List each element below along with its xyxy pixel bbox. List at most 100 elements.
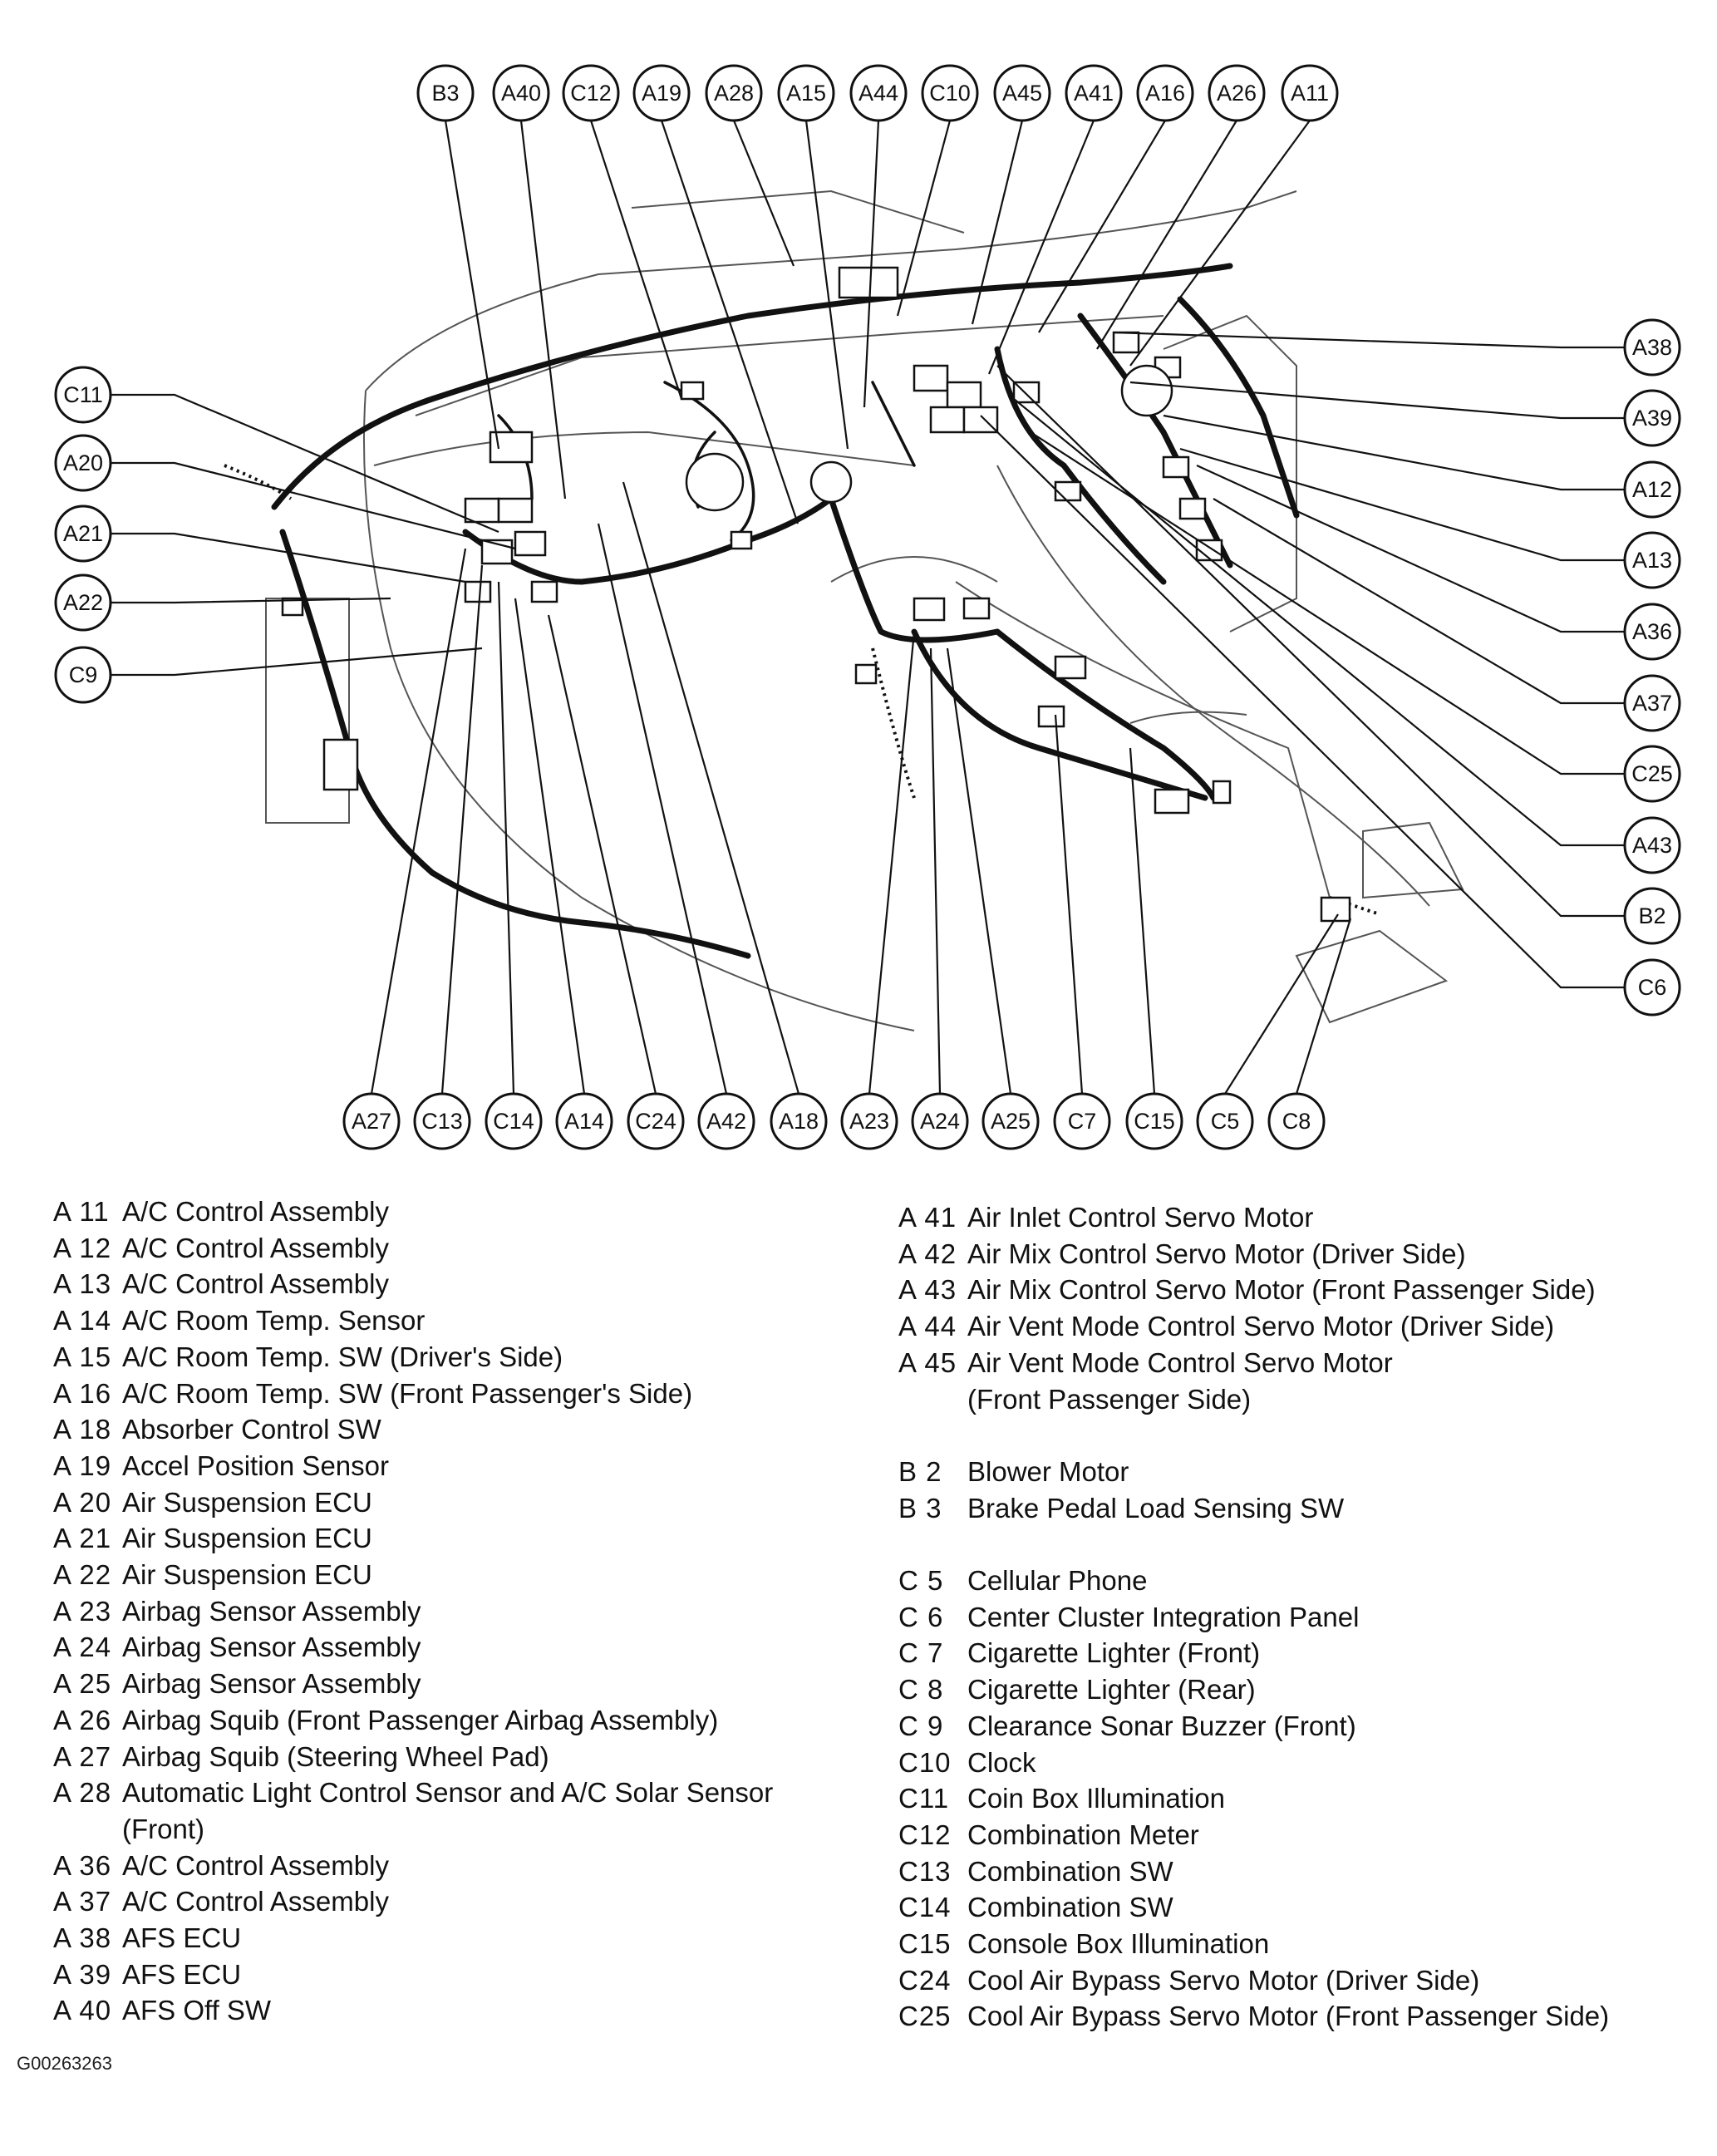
callout-label: A27 — [352, 1109, 391, 1134]
callout-label: A24 — [920, 1109, 960, 1134]
callout-a43: A43 — [1623, 816, 1681, 874]
callout-a44: A44 — [849, 64, 908, 122]
legend-component-name: Absorber Control SW — [122, 1414, 381, 1445]
callout-circle — [1267, 1092, 1326, 1150]
legend-component-name: Airbag Sensor Assembly — [122, 1668, 421, 1700]
callout-circle — [849, 64, 908, 122]
callout-circle — [1053, 1092, 1111, 1150]
callout-circle — [777, 64, 835, 122]
callout-circle — [911, 1092, 969, 1150]
callout-circle — [632, 64, 691, 122]
leader-line-a41 — [987, 120, 1095, 375]
legend-code: A 23 — [53, 1595, 112, 1627]
legend-code: A 37 — [53, 1886, 112, 1917]
legend-component-name: Combination SW — [967, 1892, 1173, 1923]
legend-code: C 9 — [898, 1710, 944, 1741]
callout-circle — [413, 1092, 471, 1150]
leader-line-a24 — [929, 647, 942, 1095]
legend-code: C10 — [898, 1746, 952, 1778]
legend-code: A 42 — [898, 1238, 957, 1269]
callout-circle — [1623, 460, 1681, 519]
wire-harness — [224, 263, 1380, 959]
legend-code: B 2 — [898, 1455, 942, 1487]
legend-component-name-continued: (Front Passenger Side) — [967, 1383, 1252, 1415]
legend-code: C 7 — [898, 1637, 944, 1669]
legend-code: C15 — [898, 1928, 952, 1960]
legend-component-name: Cigarette Lighter (Front) — [967, 1637, 1261, 1669]
legend-code: A 41 — [898, 1202, 957, 1233]
callout-c9: C9 — [54, 646, 112, 704]
leader-line-a20 — [111, 461, 516, 550]
callout-label: C14 — [493, 1109, 534, 1134]
callout-circle — [921, 64, 979, 122]
callout-label: A18 — [779, 1109, 819, 1134]
legend-code: A 39 — [53, 1958, 112, 1990]
legend-component-name: Airbag Sensor Assembly — [122, 1632, 421, 1663]
callout-c15: C15 — [1125, 1092, 1183, 1150]
callout-circle — [705, 64, 763, 122]
callout-circle — [1208, 64, 1266, 122]
leader-line-a19 — [660, 120, 799, 524]
callout-a15: A15 — [777, 64, 835, 122]
legend-component-name: Brake Pedal Load Sensing SW — [967, 1492, 1345, 1523]
callout-a42: A42 — [697, 1092, 755, 1150]
legend-code: C 6 — [898, 1601, 944, 1632]
callout-label: A39 — [1632, 406, 1672, 431]
callout-circle — [1136, 64, 1194, 122]
legend-code: A 12 — [53, 1232, 112, 1263]
leader-line-a38 — [1113, 331, 1625, 349]
callout-label: C15 — [1134, 1109, 1175, 1134]
connector-blocks — [281, 266, 1351, 923]
callout-a37: A37 — [1623, 674, 1681, 732]
legend-component-name: Center Cluster Integration Panel — [967, 1601, 1360, 1632]
leader-line-a18 — [622, 481, 800, 1095]
callout-label: A40 — [501, 81, 541, 106]
leader-line-c24 — [547, 614, 657, 1095]
legend-component-name: Airbag Squib (Front Passenger Airbag Ass… — [122, 1704, 719, 1735]
leader-line-b3 — [444, 120, 500, 450]
legend-component-name: Air Suspension ECU — [122, 1559, 372, 1591]
callout-label: A11 — [1291, 81, 1329, 106]
leader-line-c25 — [1030, 431, 1625, 775]
legend-spacer — [898, 1526, 1609, 1563]
leader-line-a21 — [111, 532, 466, 583]
callout-c7: C7 — [1053, 1092, 1111, 1150]
legend-component-name: Console Box Illumination — [967, 1928, 1270, 1960]
leader-line-a15 — [804, 120, 849, 450]
leader-line-a37 — [1213, 498, 1625, 705]
callout-c8: C8 — [1267, 1092, 1326, 1150]
leader-line-c13 — [440, 564, 484, 1095]
callout-circle — [840, 1092, 898, 1150]
leader-line-a25 — [946, 647, 1012, 1095]
callout-circle — [1623, 674, 1681, 732]
legend-code: A 20 — [53, 1486, 112, 1518]
legend-component-name: AFS ECU — [122, 1922, 242, 1954]
callout-circle — [54, 434, 112, 492]
callout-label: C13 — [421, 1109, 463, 1134]
callout-circle — [1623, 887, 1681, 945]
callout-circle — [492, 64, 550, 122]
legend-code: C25 — [898, 2001, 952, 2032]
leader-line-c10 — [896, 120, 952, 317]
legend-component-name-continued: (Front) — [122, 1813, 204, 1844]
legend-code: A 40 — [53, 1995, 112, 2026]
callout-a26: A26 — [1208, 64, 1266, 122]
legend-component-name: Cellular Phone — [967, 1565, 1148, 1596]
legend-code: C12 — [898, 1819, 952, 1850]
leader-line-c14 — [497, 581, 515, 1095]
callout-circle — [485, 1092, 543, 1150]
legend-code: A 28 — [53, 1777, 112, 1809]
callout-label: C9 — [69, 662, 98, 687]
callout-circle — [981, 1092, 1040, 1150]
